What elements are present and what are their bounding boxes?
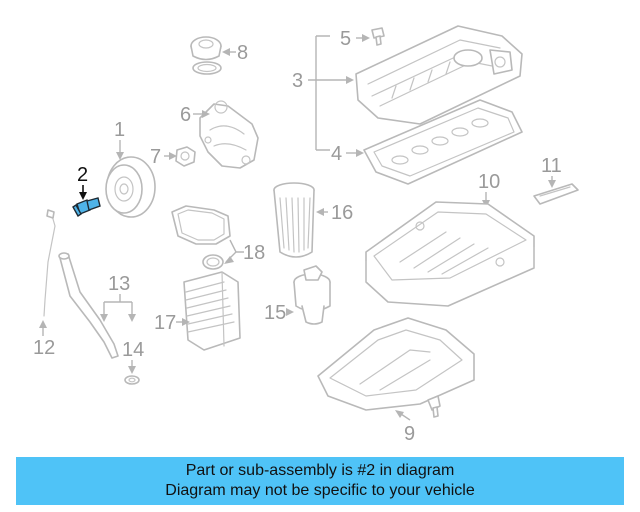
arrow-7 [169,152,177,160]
callout-16[interactable]: 16 [331,202,353,224]
arrow-4 [356,149,364,157]
info-banner: Part or sub-assembly is #2 in diagram Di… [16,457,624,505]
arrow-16 [316,208,324,216]
arrow-1 [116,152,124,160]
arrow-6 [202,110,210,118]
part-7-fitting[interactable] [175,146,196,167]
part-4-valve-cover-gasket[interactable] [363,99,523,185]
callout-18[interactable]: 18 [243,242,265,264]
part-16-filter-element[interactable] [273,182,315,258]
part-6-housing[interactable] [199,100,259,169]
part-12-dipstick[interactable] [43,209,56,317]
arrow-5 [362,34,370,42]
callout-3[interactable]: 3 [292,70,303,92]
part-15-filter-housing[interactable] [293,265,331,325]
arrow-15 [286,308,294,316]
part-18-gasket[interactable] [171,205,231,270]
arrow-17 [182,318,190,326]
part-3-valve-cover[interactable] [355,25,523,125]
callout-17[interactable]: 17 [154,312,176,334]
part-11-baffle[interactable] [533,183,579,205]
arrow-18 [224,256,234,264]
arrow-13a [100,314,108,322]
parts-diagram: 8 6 7 1 2 12 [33,25,579,445]
part-10-upper-oil-pan[interactable] [365,201,535,307]
callout-13[interactable]: 13 [108,273,130,295]
callout-11[interactable]: 11 [541,155,562,177]
banner-line-1: Part or sub-assembly is #2 in diagram [185,462,455,479]
callout-5[interactable]: 5 [340,28,351,50]
part-5-bolt[interactable] [371,27,385,46]
arrow-13b [128,314,136,322]
part-9-drain-plug[interactable] [427,395,441,418]
leader-13 [103,294,133,318]
leader-3 [308,35,350,151]
arrow-9 [395,410,404,418]
callout-12[interactable]: 12 [33,337,55,359]
callout-15[interactable]: 15 [264,302,286,324]
part-13-dipstick-tube[interactable] [58,252,119,359]
callout-10[interactable]: 10 [478,171,500,193]
arrow-2 [79,192,87,200]
callout-2-highlighted[interactable]: 2 [77,164,88,186]
callout-8[interactable]: 8 [237,42,248,64]
arrow-11 [548,180,556,188]
arrow-8 [222,48,230,56]
part-2-bolt-highlighted[interactable] [72,197,101,218]
callout-1[interactable]: 1 [114,119,125,141]
arrow-12 [39,320,47,328]
callout-6[interactable]: 6 [180,104,191,126]
callout-9[interactable]: 9 [404,423,415,445]
callout-7[interactable]: 7 [150,146,161,168]
part-9-lower-oil-pan[interactable] [317,317,475,411]
callout-4[interactable]: 4 [331,143,342,165]
part-8-filler-cap[interactable] [190,36,222,75]
banner-line-2: Diagram may not be specific to your vehi… [165,482,475,499]
part-14-seal[interactable] [124,375,140,385]
arrow-3 [346,76,354,84]
arrow-14 [128,366,136,374]
callout-14[interactable]: 14 [122,339,144,361]
part-17-oil-cooler[interactable] [183,271,241,351]
part-1-pulley[interactable] [105,156,156,218]
